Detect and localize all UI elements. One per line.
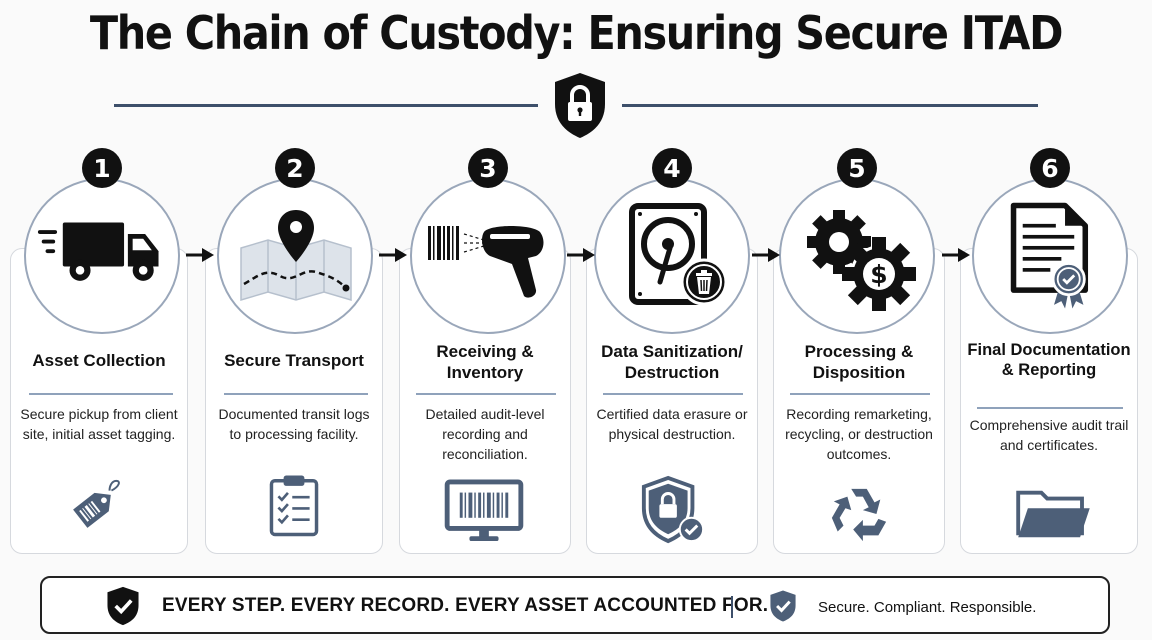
step-description: Documented transit logs to processing fa… — [218, 406, 370, 442]
step-number-6: 6 — [1030, 148, 1070, 188]
step-card-3: Receiving & Inventory Detailed audit-lev… — [399, 248, 571, 554]
step-title: Data Sanitization/ Destruction — [601, 342, 743, 382]
clipboard-checklist-icon — [269, 475, 319, 537]
step-icon-circle-6 — [972, 178, 1128, 334]
arrow-right-icon — [186, 248, 214, 262]
step-divider — [977, 407, 1123, 409]
step-description: Detailed audit-level recording and recon… — [425, 406, 545, 462]
recycle-icon — [831, 488, 887, 542]
step-title: Asset Collection — [32, 351, 166, 370]
step-divider — [603, 393, 743, 395]
arrow-right-icon — [379, 248, 407, 262]
step-description: Recording remarketing, recycling, or des… — [785, 406, 933, 462]
arrow-right-icon — [752, 248, 780, 262]
step-number-4: 4 — [652, 148, 692, 188]
step-description: Certified data erasure or physical destr… — [596, 406, 748, 442]
header-rule-left — [114, 104, 538, 107]
delivery-truck-icon — [37, 222, 159, 281]
shield-check-icon — [107, 586, 139, 626]
shield-lock-check-icon — [641, 475, 705, 544]
step-title: Secure Transport — [224, 351, 364, 370]
step-icon-circle-5: $ — [779, 178, 935, 334]
arrow-right-icon — [567, 248, 595, 262]
barcode-monitor-icon — [444, 479, 524, 542]
step-divider — [29, 393, 173, 395]
step-description: Secure pickup from client site, initial … — [20, 406, 178, 442]
step-number-3: 3 — [468, 148, 508, 188]
step-divider — [416, 393, 556, 395]
step-icon-circle-1 — [24, 178, 180, 334]
gears-dollar-icon: $ — [807, 210, 916, 311]
step-divider — [224, 393, 368, 395]
step-number-2: 2 — [275, 148, 315, 188]
page-title: The Chain of Custody: Ensuring Secure IT… — [89, 6, 1064, 60]
footer-banner: EVERY STEP. EVERY RECORD. EVERY ASSET AC… — [40, 576, 1110, 634]
route-map-pin-icon — [240, 210, 352, 302]
hard-drive-trash-icon — [629, 203, 728, 306]
svg-text:$: $ — [870, 260, 887, 289]
barcode-scanner-icon — [428, 226, 544, 298]
step-description: Comprehensive audit trail and certificat… — [969, 417, 1129, 453]
arrow-right-icon — [942, 248, 970, 262]
shield-check-icon — [770, 590, 796, 622]
asset-tag-icon — [73, 479, 120, 528]
shield-lock-icon — [555, 73, 605, 138]
folder-icon — [1016, 490, 1090, 538]
step-icon-circle-2 — [217, 178, 373, 334]
footer-tagline: Secure. Compliant. Responsible. — [818, 599, 1037, 616]
step-title: Receiving & Inventory — [436, 342, 534, 382]
step-title: Processing & Disposition — [804, 342, 914, 382]
step-icon-circle-4 — [594, 178, 750, 334]
header-rule-right — [622, 104, 1038, 107]
step-number-5: 5 — [837, 148, 877, 188]
footer-separator — [731, 596, 733, 618]
certificate-document-icon — [1010, 202, 1089, 309]
step-icon-circle-3 — [410, 178, 566, 334]
step-number-1: 1 — [82, 148, 122, 188]
step-title: Final Documentation & Reporting — [967, 341, 1131, 379]
footer-slogan: EVERY STEP. EVERY RECORD. EVERY ASSET AC… — [162, 595, 769, 616]
step-divider — [790, 393, 930, 395]
